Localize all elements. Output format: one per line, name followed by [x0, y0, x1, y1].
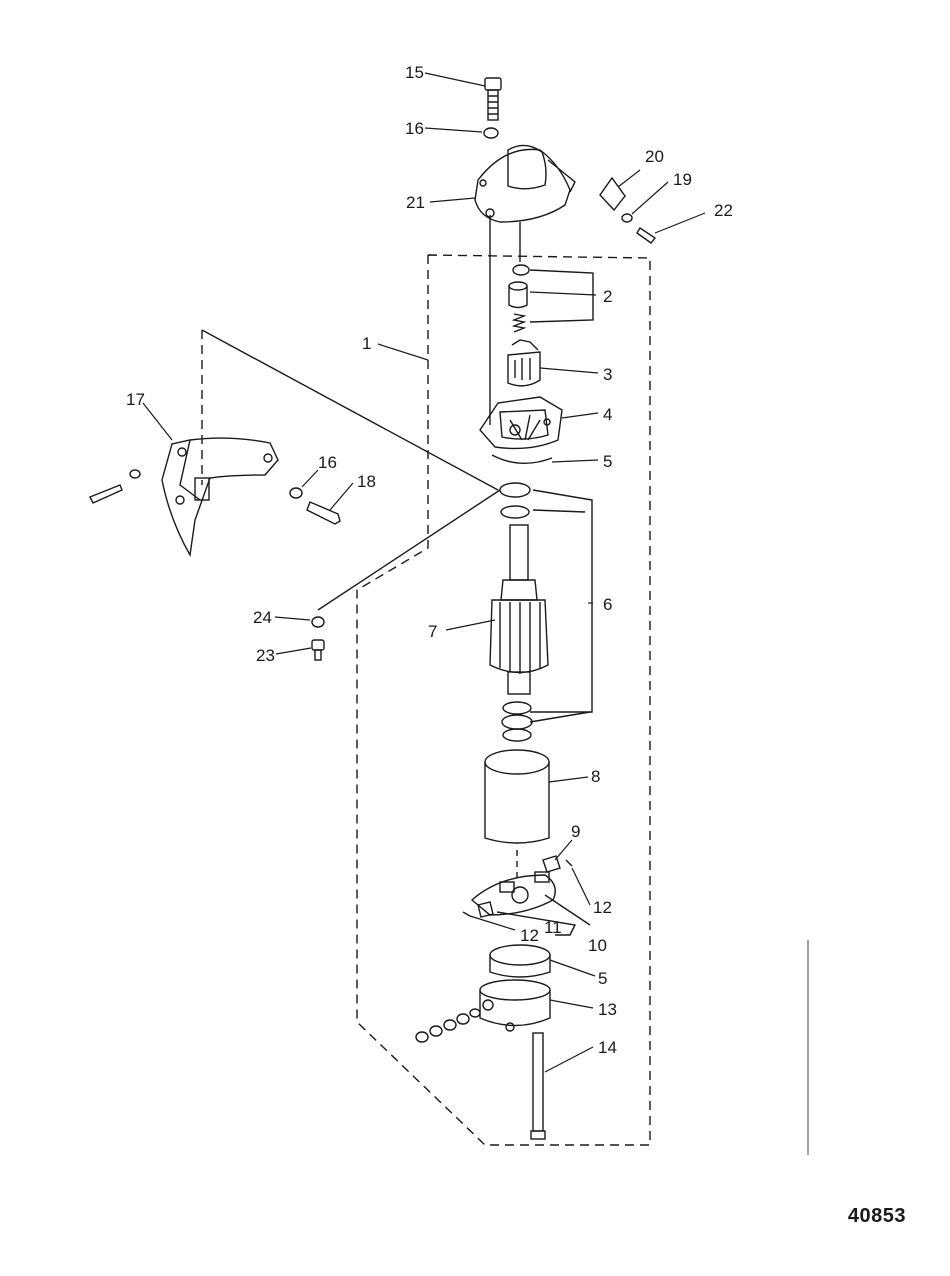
sleeve-2b: [508, 281, 528, 309]
bracket-line-6: [530, 489, 593, 713]
callout-9: 9: [571, 822, 580, 841]
ring-2a: [512, 264, 530, 276]
leader-lines: [142, 72, 706, 1073]
spring-12b: [462, 911, 471, 917]
reference-number: 40853: [847, 1205, 906, 1227]
callout-1: 1: [362, 334, 371, 353]
callout-18: 18: [357, 472, 376, 491]
callout-6: 6: [603, 595, 612, 614]
bolt-left: [89, 484, 123, 504]
brush-11: [477, 901, 494, 918]
callout-16: 16: [405, 119, 424, 138]
washer-6b: [500, 505, 530, 519]
callout-12-left: 12: [520, 926, 539, 945]
bolt-reference-line: [317, 489, 501, 611]
screw-23: [311, 639, 325, 661]
pinion-3: [507, 339, 541, 387]
callout-15: 15: [405, 63, 424, 82]
callout-22: 22: [714, 201, 733, 220]
washer-6d: [501, 714, 533, 730]
washer-6a: [499, 482, 531, 498]
assembly-outline: [356, 254, 651, 1146]
callout-17: 17: [126, 390, 145, 409]
center-axis: [489, 215, 521, 425]
callout-20: 20: [645, 147, 664, 166]
callout-19: 19: [673, 170, 692, 189]
bracket-17: [161, 437, 279, 558]
nut-24: [311, 616, 325, 628]
callout-11: 11: [544, 918, 562, 937]
clip-20: [599, 176, 626, 212]
spring-2c: [511, 313, 527, 333]
callout-labels: 15 16 21 20 19 22 2 1 3 4 5 17 16 18 6 2…: [126, 63, 733, 1057]
callout-21: 21: [406, 193, 425, 212]
washer-6c: [502, 701, 532, 715]
bolt-15: [484, 77, 502, 121]
bracket-diagonal-line: [201, 329, 499, 491]
callout-24: 24: [253, 608, 272, 627]
callout-10: 10: [588, 936, 607, 955]
callout-14: 14: [598, 1038, 617, 1057]
bracket-line-10: [496, 911, 577, 936]
callout-3: 3: [603, 365, 612, 384]
washer-chain: [415, 1008, 481, 1043]
end-cap-21: [474, 144, 576, 223]
screw-22: [636, 227, 657, 244]
callout-16-right: 16: [318, 453, 337, 472]
washer-19: [621, 213, 633, 223]
callout-13: 13: [598, 1000, 617, 1019]
washer-left: [129, 469, 141, 479]
callout-4: 4: [603, 405, 612, 424]
bracket-line-2: [529, 269, 594, 323]
spacer-5-bottom: [489, 944, 551, 978]
brush-plate-10: [470, 871, 556, 916]
end-cap-13: [479, 979, 551, 1032]
callout-8: 8: [591, 767, 600, 786]
callout-2: 2: [603, 287, 612, 306]
spacer-5-top: [491, 454, 553, 464]
callout-5-bottom: 5: [598, 969, 607, 988]
washer-6e: [502, 728, 532, 742]
armature-7: [489, 524, 549, 695]
washer-16-top: [483, 127, 499, 139]
through-bolt-14: [530, 1032, 546, 1140]
callout-12-right: 12: [593, 898, 612, 917]
brush-9: [542, 855, 561, 873]
bolt-18: [306, 501, 341, 525]
frame-8: [484, 749, 550, 844]
callout-5-top: 5: [603, 452, 612, 471]
washer-16-right: [289, 487, 303, 499]
spring-12a: [565, 859, 573, 867]
callout-7: 7: [428, 622, 437, 641]
drive-housing-4: [479, 396, 563, 450]
callout-23: 23: [256, 646, 275, 665]
